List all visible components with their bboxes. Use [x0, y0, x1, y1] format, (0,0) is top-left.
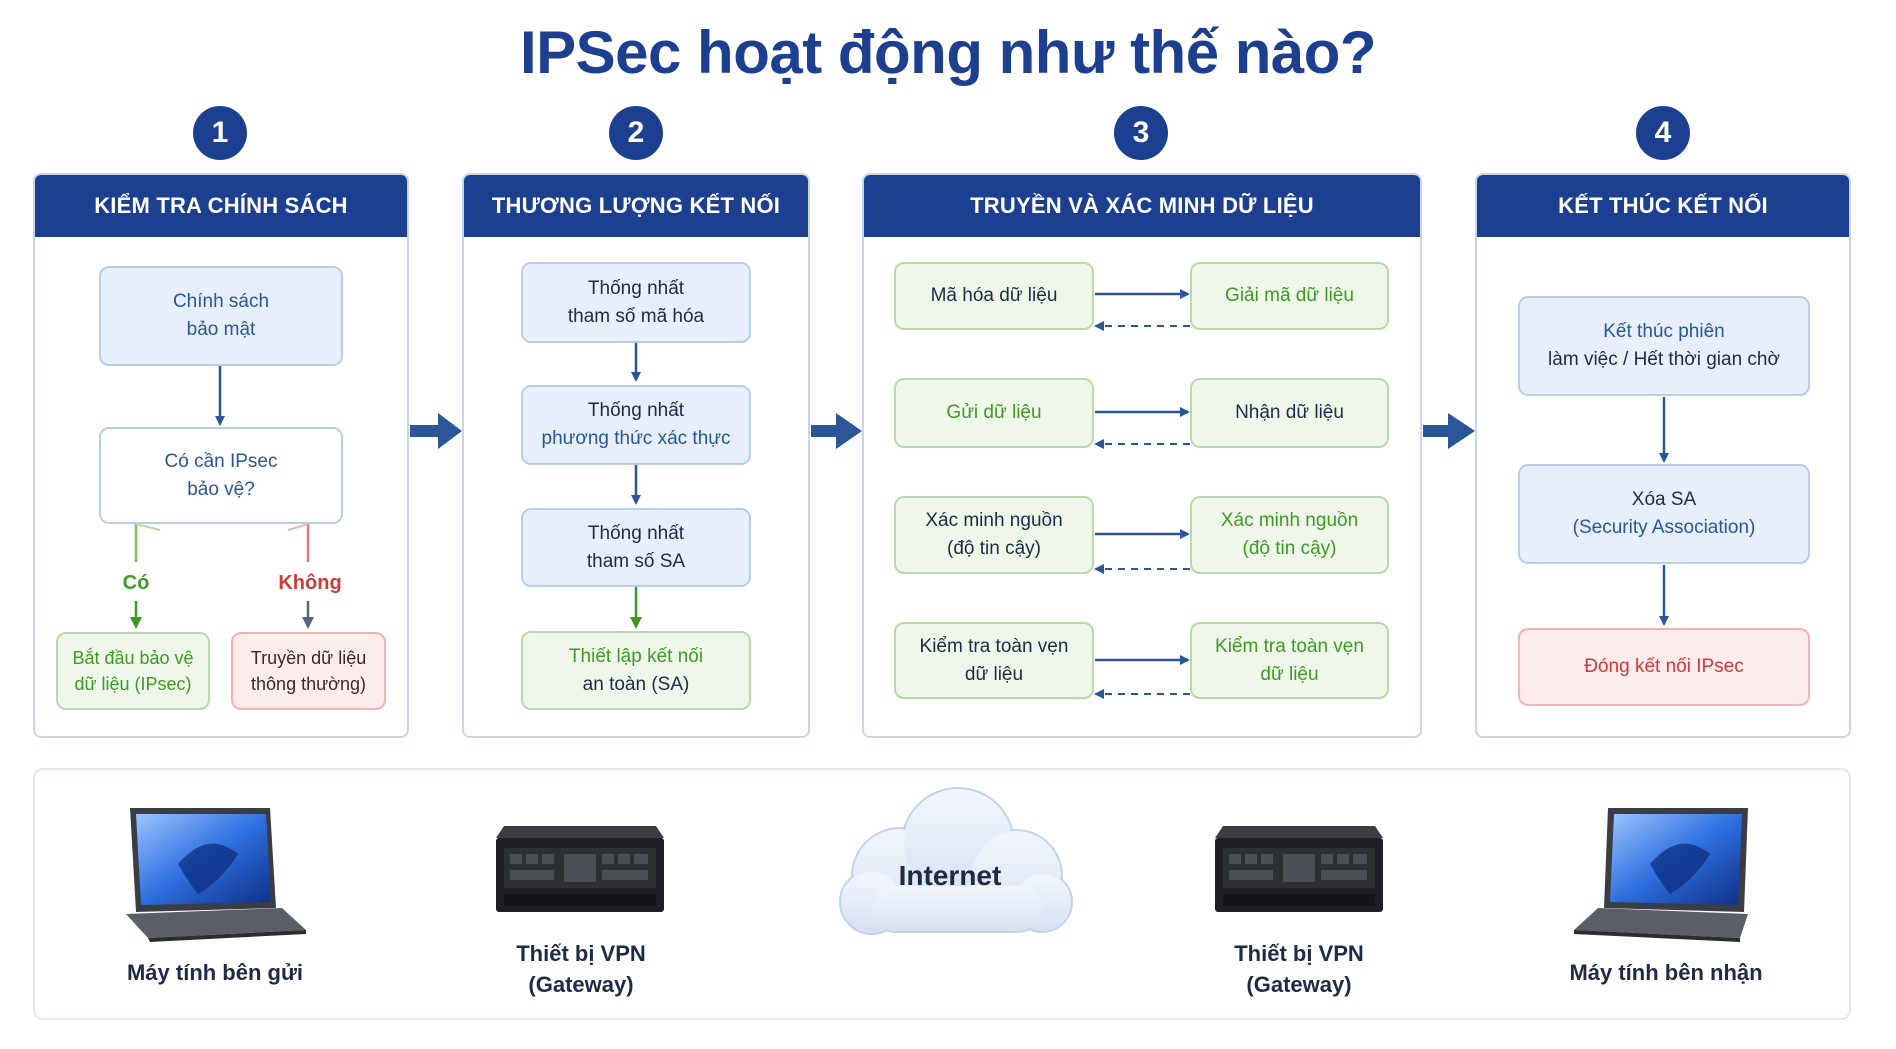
pair-4-right-2: dữ liệu [1260, 663, 1319, 685]
pair-4-left-1: Kiểm tra toàn vẹn [919, 635, 1069, 657]
gateway-right-line-1: Thiết bị VPN [1234, 941, 1364, 967]
question-box: Có cần IPsec bảo vệ? [99, 427, 343, 524]
verify-source-right-box: Xác minh nguồn (độ tin cậy) [1190, 496, 1389, 574]
end-2-line-2: (Security Association) [1572, 517, 1756, 538]
pair-1-left: Mã hóa dữ liệu [930, 285, 1058, 307]
step-number-1: 1 [193, 106, 247, 160]
internet-label: Internet [898, 860, 1002, 891]
neg-2-line-2: phương thức xác thực [541, 428, 731, 449]
yes-result-line-1: Bắt đầu bảo vệ [72, 647, 194, 668]
normal-transfer-box: Truyền dữ liệu thông thường) [231, 632, 386, 710]
panel-header: KẾT THÚC KẾT NỐI [1477, 175, 1849, 237]
gateway-left-line-1: Thiết bị VPN [516, 941, 646, 967]
send-data-box: Gửi dữ liệu [894, 378, 1094, 448]
pair-arrows-4 [1094, 655, 1190, 699]
verify-source-left-box: Xác minh nguồn (độ tin cậy) [894, 496, 1094, 574]
start-protection-box: Bắt đầu bảo vệ dữ liệu (IPsec) [56, 632, 210, 710]
arrow-step3-to-step4 [1423, 413, 1475, 449]
policy-line-2: bảo mật [186, 319, 256, 340]
vpn-gateway-icon [496, 826, 664, 912]
sender-label: Máy tính bên gửi [126, 959, 304, 985]
pair-3-left-2: (độ tin cậy) [947, 538, 1041, 559]
pair-3-left-1: Xác minh nguồn [925, 510, 1063, 532]
end-1-line-1: Kết thúc phiên [1603, 321, 1725, 343]
yes-label: Có [122, 571, 150, 594]
no-result-line-1: Truyền dữ liệu [250, 647, 367, 668]
pair-arrows-3 [1094, 529, 1190, 574]
yes-result-line-2: dữ liệu (IPsec) [74, 674, 192, 694]
pair-3-right-2: (độ tin cậy) [1242, 538, 1337, 559]
decrypt-data-box: Giải mã dữ liệu [1190, 262, 1389, 330]
secure-connection-box: Thiết lập kết nối an toàn (SA) [521, 631, 751, 710]
neg-3-line-1: Thống nhất [587, 522, 685, 544]
gateway-right-label: Thiết bị VPN (Gateway) [1188, 938, 1410, 1002]
vpn-gateway-icon [1215, 826, 1383, 912]
panel-header: TRUYỀN VÀ XÁC MINH DỮ LIỆU [864, 175, 1420, 237]
step-number-3: 3 [1114, 106, 1168, 160]
gateway-left-label: Thiết bị VPN (Gateway) [470, 938, 692, 1002]
policy-line-1: Chính sách [172, 291, 270, 313]
no-result-line-2: thông thường) [251, 674, 366, 694]
arrow-step1-to-step2 [410, 413, 462, 449]
gateway-right-line-2: (Gateway) [1246, 972, 1352, 997]
page-title: IPSec hoạt động như thế nào? [519, 18, 1377, 86]
neg-result-line-2: an toàn (SA) [582, 673, 690, 695]
cloud-icon [839, 787, 1073, 935]
pair-3-right-1: Xác minh nguồn [1220, 510, 1359, 532]
pair-1-right: Giải mã dữ liệu [1225, 285, 1354, 307]
laptop-icon [1574, 808, 1748, 942]
integrity-check-right-box: Kiểm tra toàn vẹn dữ liệu [1190, 622, 1389, 699]
question-line-1: Có cần IPsec [164, 450, 278, 472]
pair-4-right-1: Kiểm tra toàn vẹn [1215, 635, 1364, 657]
arrow-step2-to-step3 [811, 413, 862, 449]
neg-1-line-1: Thống nhất [587, 277, 685, 299]
delete-sa-box: Xóa SA (Security Association) [1518, 464, 1810, 564]
panel-header: THƯƠNG LƯỢNG KẾT NỐI [464, 175, 808, 237]
neg-3-line-2: tham số SA [586, 550, 686, 572]
end-1-line-2: làm việc / Hết thời gian chờ [1548, 349, 1780, 370]
pair-arrows-1 [1094, 289, 1190, 331]
step-number-2: 2 [609, 106, 663, 160]
question-line-2: bảo vệ? [187, 478, 255, 500]
neg-2-line-1: Thống nhất [587, 400, 685, 422]
receive-data-box: Nhận dữ liệu [1190, 378, 1389, 448]
negotiation-item-1: Thống nhất tham số mã hóa [521, 262, 751, 343]
end-2-line-1: Xóa SA [1631, 489, 1697, 511]
end-result-line: Đóng kết nối IPsec [1584, 656, 1744, 678]
pair-arrows-2 [1094, 407, 1190, 449]
encrypt-data-box: Mã hóa dữ liệu [894, 262, 1094, 330]
pair-2-left: Gửi dữ liệu [946, 402, 1042, 424]
policy-box: Chính sách bảo mật [99, 266, 343, 366]
laptop-icon [126, 808, 306, 942]
session-end-box: Kết thúc phiên làm việc / Hết thời gian … [1518, 296, 1810, 396]
gateway-left-line-2: (Gateway) [528, 972, 634, 997]
pair-2-right: Nhận dữ liệu [1235, 402, 1344, 424]
integrity-check-left-box: Kiểm tra toàn vẹn dữ liệu [894, 622, 1094, 699]
receiver-label: Máy tính bên nhận [1569, 959, 1763, 985]
pair-4-left-2: dữ liệu [964, 663, 1024, 685]
neg-result-line-1: Thiết lập kết nối [568, 645, 704, 667]
negotiation-item-2: Thống nhất phương thức xác thực [521, 385, 751, 465]
no-label: Không [278, 571, 342, 594]
step-number-4: 4 [1636, 106, 1690, 160]
negotiation-item-3: Thống nhất tham số SA [521, 508, 751, 587]
panel-header: KIỂM TRA CHÍNH SÁCH [35, 175, 407, 237]
close-ipsec-box: Đóng kết nối IPsec [1518, 628, 1810, 706]
neg-1-line-2: tham số mã hóa [567, 305, 705, 327]
